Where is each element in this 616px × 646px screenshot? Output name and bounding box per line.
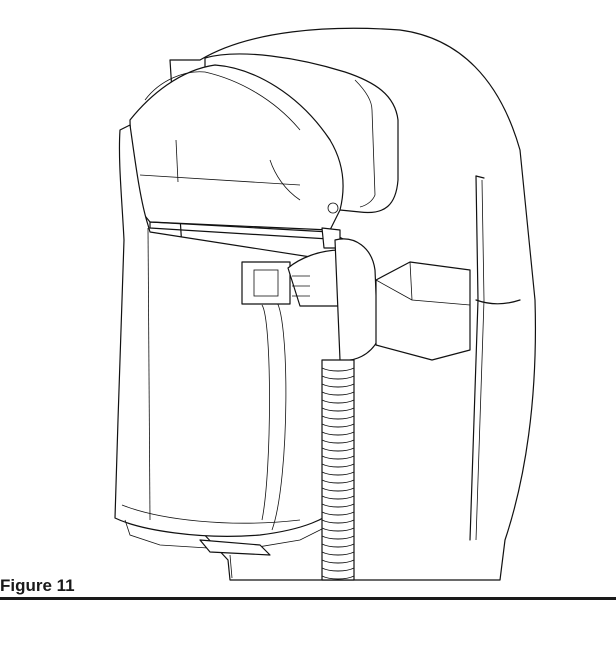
bottom-collar [199, 539, 271, 579]
tube-rib [321, 447, 355, 452]
tube-rib [321, 455, 355, 460]
tube-rib [321, 543, 355, 548]
tube-rib [321, 567, 355, 572]
tube-rib [321, 367, 355, 372]
tube-rib [321, 487, 355, 492]
tube-rib [321, 551, 355, 556]
corrugated-tube [321, 359, 355, 581]
tube-rib [321, 375, 355, 380]
tube-rib [321, 535, 355, 540]
tube-rib [321, 463, 355, 468]
tube-rib [321, 519, 355, 524]
tube-rib [321, 495, 355, 500]
tube-rib [321, 559, 355, 564]
tube-rib [321, 479, 355, 484]
tube-rib [321, 431, 355, 436]
tube-rib [321, 383, 355, 388]
tube-rib [321, 503, 355, 508]
figure-caption: Figure 11 [0, 576, 75, 595]
tube-rib [321, 423, 355, 428]
tube-rib [321, 407, 355, 412]
tube-rib [321, 439, 355, 444]
tube-rib [321, 391, 355, 396]
tube-rib [321, 511, 355, 516]
tube-rib [321, 471, 355, 476]
tube-rib [321, 575, 355, 580]
side-bracket [334, 238, 471, 361]
horizontal-rule [0, 597, 616, 600]
bottle-body [114, 124, 346, 551]
tube-rib [321, 415, 355, 420]
tube-rib [321, 399, 355, 404]
dispenser-head [129, 64, 346, 241]
tube-rib [321, 527, 355, 532]
